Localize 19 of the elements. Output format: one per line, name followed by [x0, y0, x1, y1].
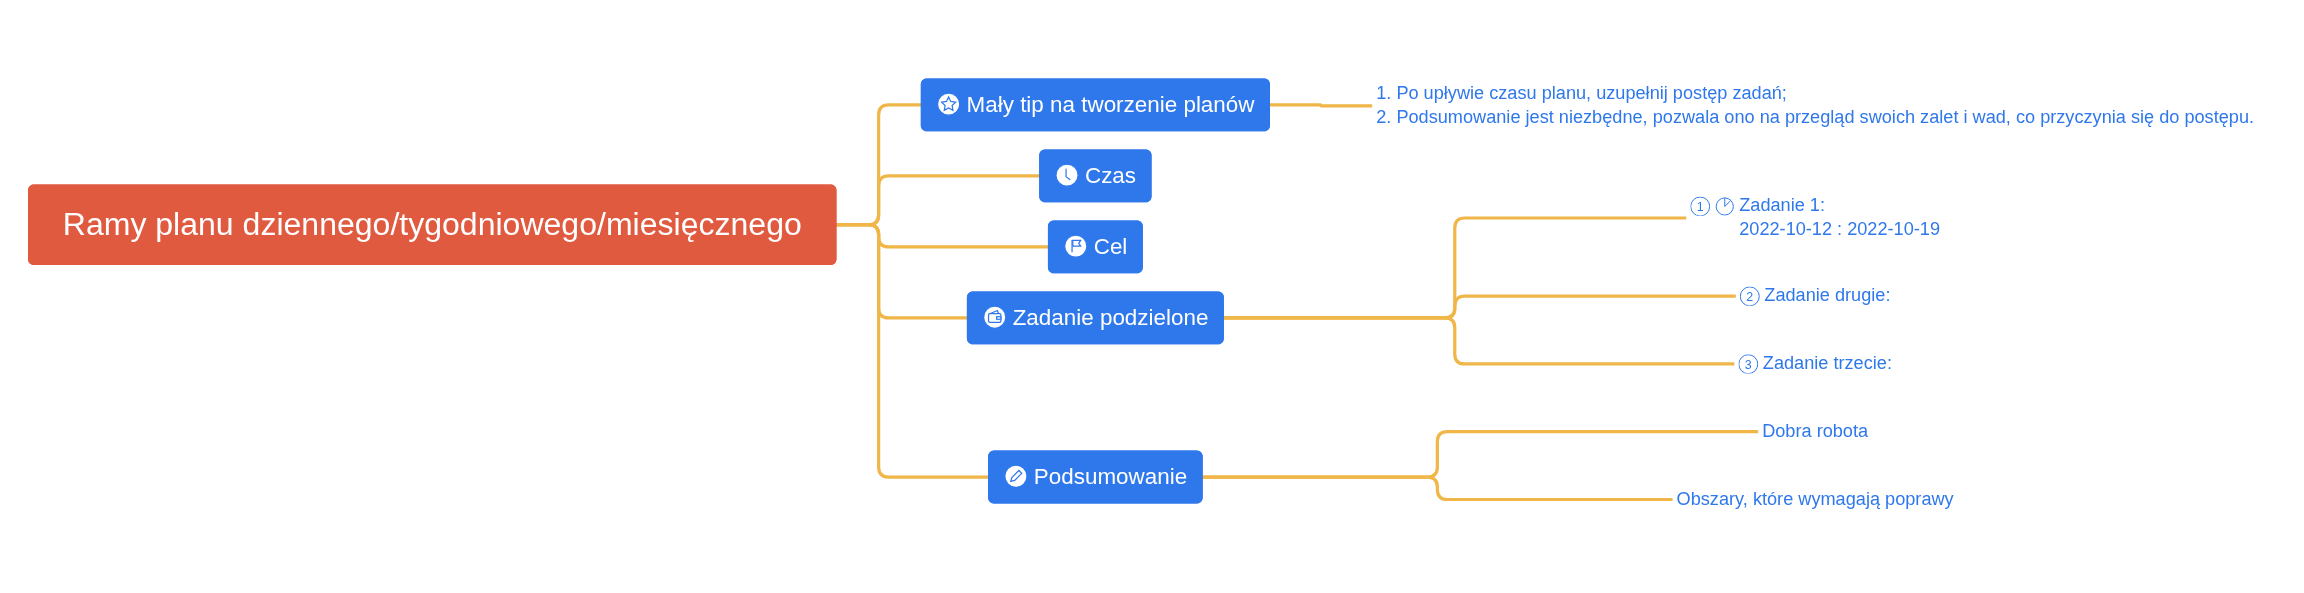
topic-text: Czas — [1084, 161, 1137, 190]
connector-line — [1202, 475, 1673, 502]
topic-text: Cel — [1093, 232, 1128, 261]
connector-line — [1223, 316, 1735, 366]
subtopic-text: Obszary, które wymagają poprawy — [1676, 487, 1954, 512]
priority-number-icon: 1 — [1690, 196, 1711, 217]
subtopic-text: Zadanie drugie: — [1764, 284, 1891, 308]
topic-text: Mały tip na tworzenie planów — [966, 90, 1255, 119]
subtopic-text: 1. Po upływie czasu planu, uzupełnij postęp zadań; 2. Podsumowanie jest niezbędne, pozwala ono na przegląd swoich zalet i wad, co przyczynia się do postępu. — [1376, 82, 2255, 130]
subtopic-text: Zadanie trzecie: — [1762, 352, 1892, 376]
connector-line — [835, 223, 989, 479]
topic-text: Podsumowanie — [1033, 462, 1188, 491]
topic-text: Zadanie podzielone — [1012, 303, 1209, 332]
priority-number-icon: 3 — [1738, 353, 1759, 374]
central-topic-text: Ramy planu dziennego/tygodniowego/miesięcznego — [62, 206, 802, 244]
priority-number-icon: 2 — [1739, 286, 1760, 307]
subtopic-text: Dobra robota — [1762, 419, 1869, 444]
subtopic-text: Zadanie 1: 2022-10-12 : 2022-10-19 — [1739, 194, 1941, 242]
connector-line — [1269, 103, 1373, 108]
